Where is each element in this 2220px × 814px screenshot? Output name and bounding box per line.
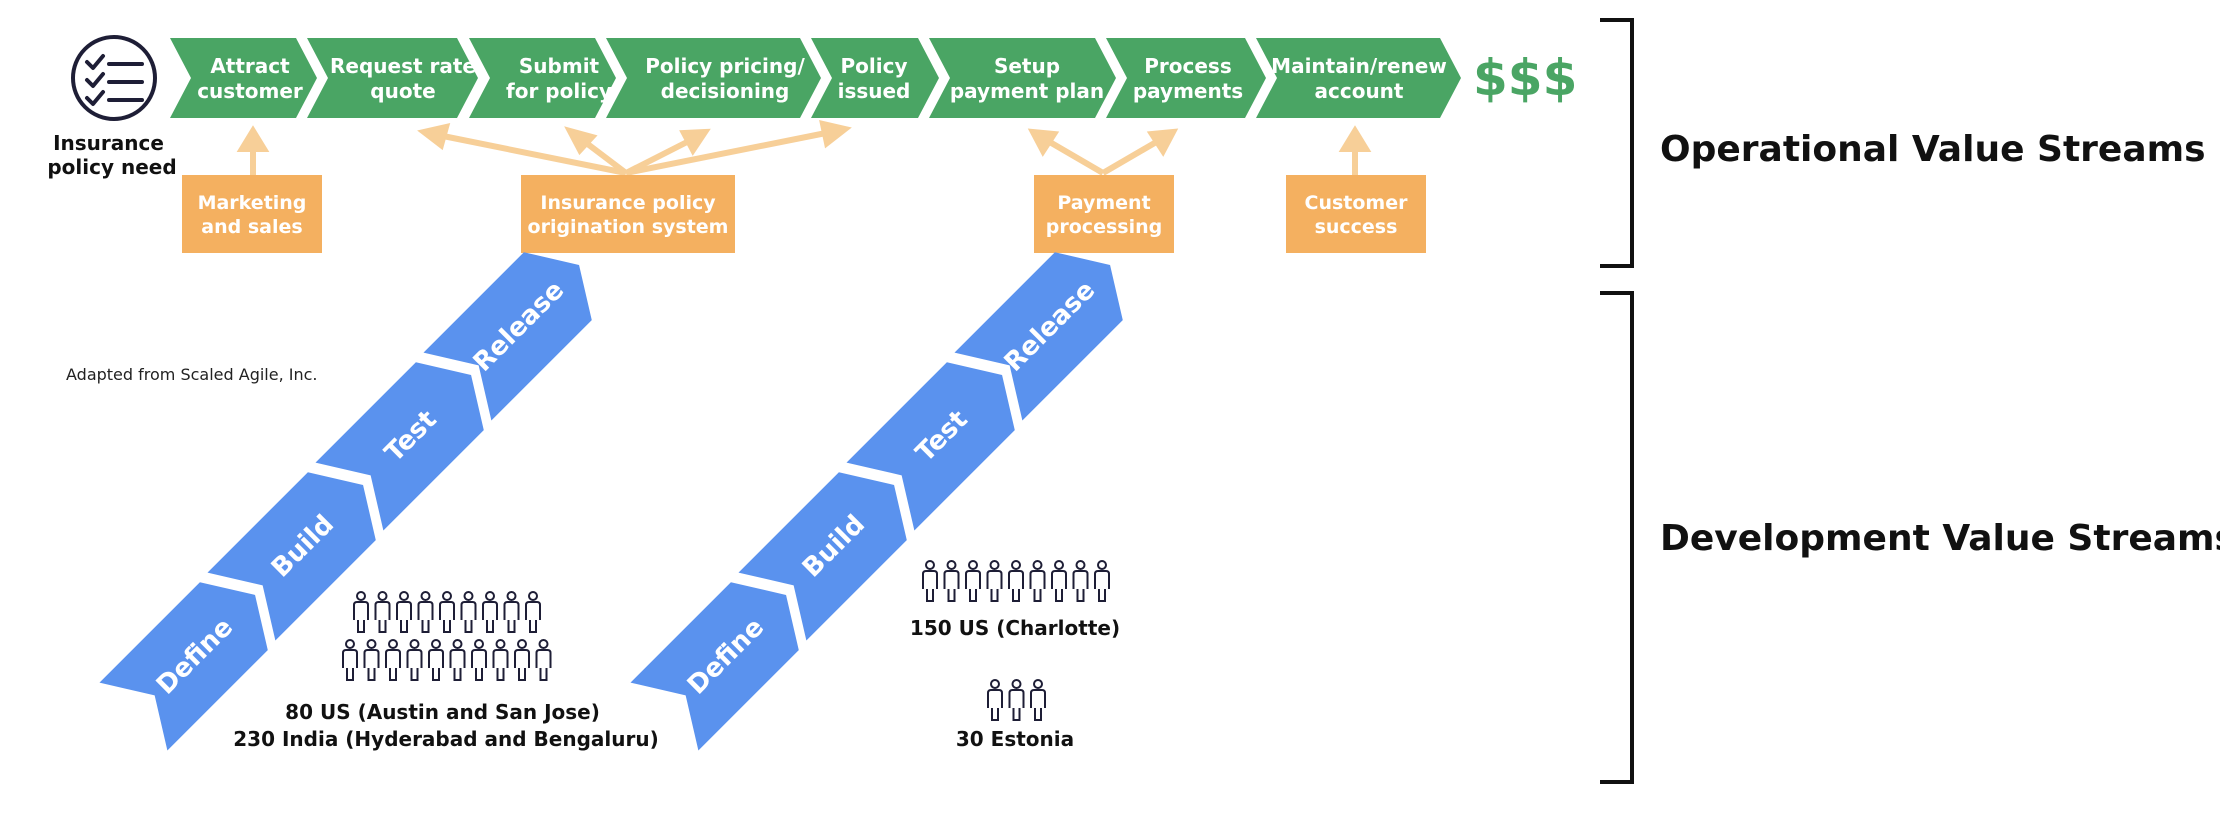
person-icon <box>943 560 960 602</box>
stage-release-2: Release <box>954 252 1123 421</box>
person-icon <box>965 560 981 602</box>
person-icon <box>1072 560 1089 602</box>
stage-chevron <box>738 472 907 641</box>
bracket-operational <box>1600 18 1634 268</box>
step-policy-pricing: Policy pricing/decisioning <box>606 38 821 118</box>
stage-define-1: Define <box>99 582 268 751</box>
stage-build-2: Build <box>738 472 907 641</box>
person-icon <box>1030 679 1046 721</box>
person-icon <box>428 639 444 681</box>
person-icon <box>514 639 530 681</box>
person-icon <box>1094 560 1110 602</box>
person-icon <box>406 639 423 681</box>
person-icon <box>525 591 541 633</box>
team1-label: 80 US (Austin and San Jose) 230 India (H… <box>233 700 658 751</box>
stage-chevron <box>954 252 1123 421</box>
outcome-dollars: $$$ <box>1473 49 1577 107</box>
person-icon <box>374 591 391 633</box>
person-icon <box>439 591 455 633</box>
stage-chevron <box>315 362 484 531</box>
operational-title: Operational Value Streams <box>1660 129 2206 170</box>
brackets <box>1600 18 1634 784</box>
team2b-label: 30 Estonia <box>956 727 1074 751</box>
person-icon <box>471 639 487 681</box>
system-arrows <box>236 120 1372 176</box>
stage-chevron <box>423 252 592 421</box>
person-icon <box>342 639 358 681</box>
team2a-label: 150 US (Charlotte) <box>910 616 1120 640</box>
person-icon <box>1008 679 1025 721</box>
person-icon <box>922 560 938 602</box>
person-icon <box>1029 560 1046 602</box>
person-icon <box>503 591 520 633</box>
stage-test-1: Test <box>315 362 484 531</box>
start-label: Insurance policy need <box>47 131 176 179</box>
stage-build-1: Build <box>207 472 376 641</box>
stage-chevron <box>846 362 1015 531</box>
checklist-icon <box>71 35 157 121</box>
stage-chevron <box>207 472 376 641</box>
person-icon <box>417 591 434 633</box>
stage-test-2: Test <box>846 362 1015 531</box>
svg-text:Policy pricing/decisioning: Policy pricing/decisioning <box>645 54 805 103</box>
stage-chevron <box>630 582 799 751</box>
person-icon <box>987 679 1003 721</box>
person-icon <box>385 639 401 681</box>
person-icon <box>353 591 369 633</box>
person-icon <box>1051 560 1067 602</box>
person-icon <box>460 591 477 633</box>
person-icon <box>492 639 509 681</box>
team-people-icons <box>342 560 1110 721</box>
person-icon <box>535 639 552 681</box>
person-icon <box>986 560 1003 602</box>
person-icon <box>449 639 466 681</box>
source-note: Adapted from Scaled Agile, Inc. <box>66 365 318 384</box>
development-title: Development Value Streams <box>1660 518 2220 559</box>
person-icon <box>482 591 498 633</box>
person-icon <box>1008 560 1024 602</box>
person-icon <box>396 591 412 633</box>
stage-chevron <box>99 582 268 751</box>
bracket-development <box>1600 291 1634 784</box>
person-icon <box>363 639 380 681</box>
stage-define-2: Define <box>630 582 799 751</box>
